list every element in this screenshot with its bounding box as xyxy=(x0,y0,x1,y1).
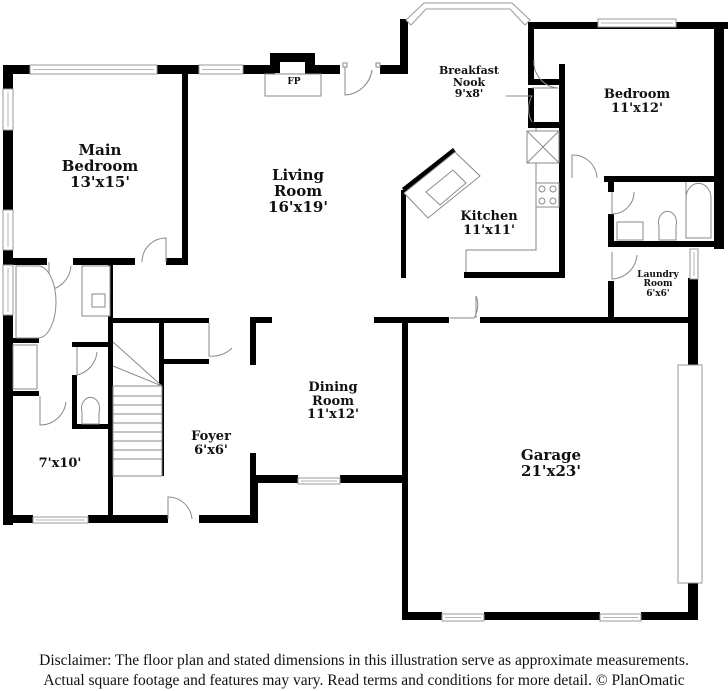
main-bathtub xyxy=(15,265,57,339)
room-dims: 21'x23' xyxy=(521,461,581,480)
toilet xyxy=(658,210,677,241)
room-main-bedroom: Main Bedroom 13'x15' xyxy=(61,141,139,191)
room-name: Dining Room xyxy=(308,380,358,409)
room-dims: 16'x19' xyxy=(268,197,328,216)
room-dims: 11'x11' xyxy=(463,222,515,238)
vanity xyxy=(81,265,111,317)
fixtures xyxy=(12,73,712,477)
room-bedroom-2: 7'x10' xyxy=(39,457,82,471)
room-breakfast-nook: Breakfast Nook 9'x8' xyxy=(439,65,499,100)
stove xyxy=(535,182,560,208)
room-name: Foyer xyxy=(191,429,231,444)
walls xyxy=(3,19,728,620)
room-name: Breakfast Nook xyxy=(439,64,499,89)
room-dims: 9'x8' xyxy=(454,87,484,101)
windows xyxy=(2,2,703,622)
room-kitchen: Kitchen 11'x11' xyxy=(460,210,517,237)
bathtub xyxy=(685,182,712,239)
room-laundry: Laundry Room 6'x6' xyxy=(637,270,679,299)
toilet-main xyxy=(81,396,100,425)
room-name: Bedroom xyxy=(603,87,671,102)
staircase xyxy=(112,341,163,477)
room-name: Living Room xyxy=(271,166,325,200)
room-name: Kitchen xyxy=(460,209,518,224)
room-name: Garage xyxy=(520,446,582,464)
room-dims: 13'x15' xyxy=(70,172,130,191)
room-bedroom: Bedroom 11'x12' xyxy=(604,88,670,115)
shower xyxy=(12,344,38,390)
room-dims: 6'x6' xyxy=(646,288,670,299)
disclaimer-line-2: Actual square footage and features may v… xyxy=(43,672,685,689)
fireplace-label: FP xyxy=(287,77,301,87)
kitchen-island xyxy=(403,151,481,219)
room-dims: 11'x12' xyxy=(611,100,663,116)
fireplace xyxy=(264,73,322,97)
kitchen-sink xyxy=(425,169,467,206)
sink xyxy=(616,221,644,241)
room-dims: 7'x10' xyxy=(38,456,82,471)
room-foyer: Foyer 6'x6' xyxy=(191,430,231,457)
room-name: Main Bedroom xyxy=(61,141,139,175)
room-living-room: Living Room 16'x19' xyxy=(268,166,328,216)
disclaimer-line-1: Disclaimer: The floor plan and stated di… xyxy=(39,652,689,669)
room-name: Laundry Room xyxy=(637,270,679,290)
room-dims: 6'x6' xyxy=(194,442,228,458)
doors xyxy=(39,59,638,520)
room-garage: Garage 21'x23' xyxy=(520,446,582,480)
room-dining-room: Dining Room 11'x12' xyxy=(307,381,359,422)
room-dims: 11'x12' xyxy=(307,407,359,423)
